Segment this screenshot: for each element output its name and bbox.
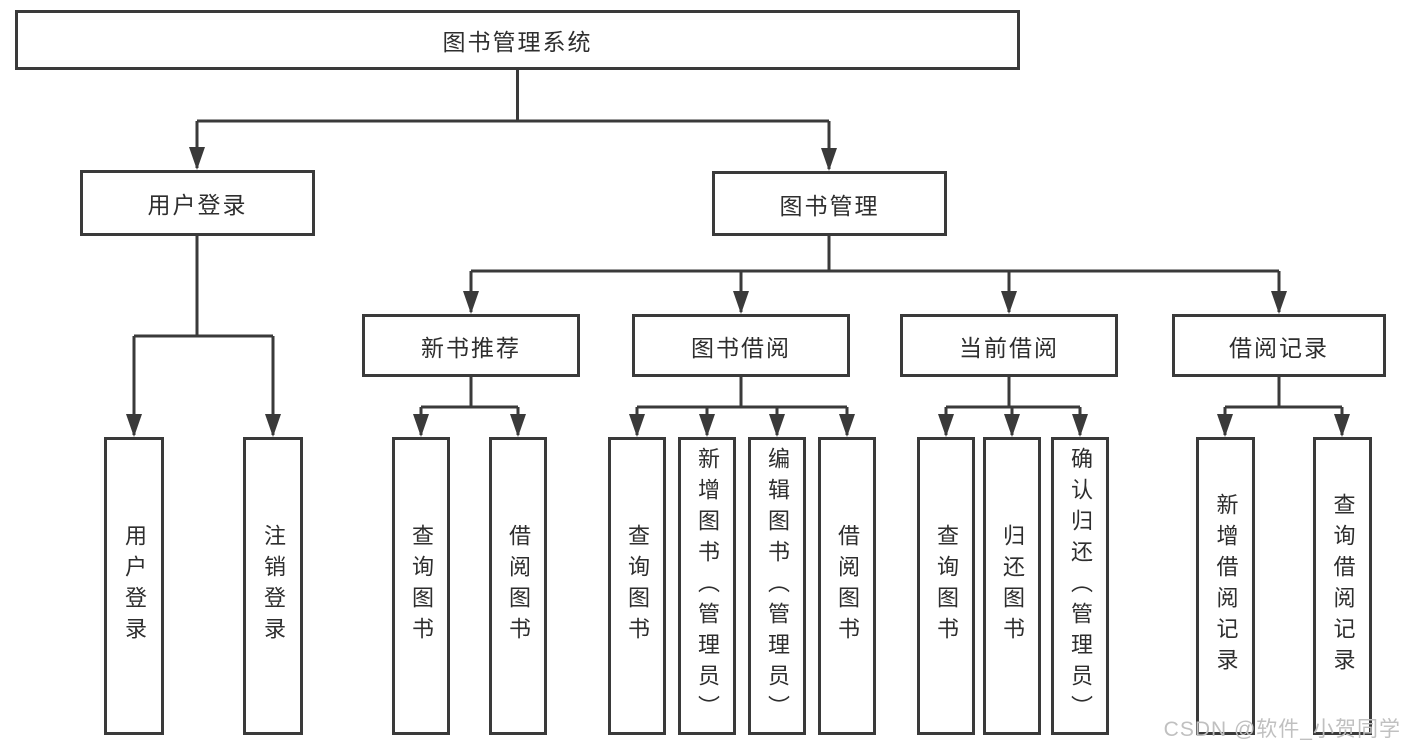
leaf-current-query-books: 查询图书 <box>917 437 975 735</box>
node-current-borrowing: 当前借阅 <box>900 314 1118 377</box>
node-book-borrowing-label: 图书借阅 <box>691 334 791 361</box>
leaf-newrec-borrow-books-label: 借阅图书 <box>506 524 531 648</box>
node-user-login-label: 用户登录 <box>147 192 248 218</box>
leaf-add-borrow-record-label: 新增借阅记录 <box>1213 493 1239 679</box>
leaf-add-books-admin-label: 新增图书（管理员） <box>695 446 720 726</box>
leaf-newrec-borrow-books: 借阅图书 <box>489 437 547 735</box>
leaf-add-books-admin: 新增图书（管理员） <box>678 437 736 735</box>
node-root: 图书管理系统 <box>15 10 1020 70</box>
csdn-watermark: CSDN @软件_小贺同学 <box>1163 718 1401 741</box>
leaf-add-borrow-record: 新增借阅记录 <box>1196 437 1255 735</box>
leaf-confirm-return-admin: 确认归还（管理员） <box>1051 437 1109 735</box>
leaf-borrow-query-books-label: 查询图书 <box>625 524 650 648</box>
leaf-query-borrow-record: 查询借阅记录 <box>1313 437 1372 735</box>
leaf-return-books: 归还图书 <box>983 437 1041 735</box>
leaf-return-books-label: 归还图书 <box>1000 524 1025 648</box>
leaf-confirm-return-admin-label: 确认归还（管理员） <box>1068 446 1093 726</box>
leaf-user-login: 用户登录 <box>104 437 164 735</box>
leaf-newrec-query-books-label: 查询图书 <box>409 524 434 648</box>
node-user-login: 用户登录 <box>80 170 315 236</box>
node-current-borrowing-label: 当前借阅 <box>959 334 1059 361</box>
leaf-newrec-query-books: 查询图书 <box>392 437 450 735</box>
leaf-query-borrow-record-label: 查询借阅记录 <box>1330 493 1356 679</box>
leaf-edit-books-admin: 编辑图书（管理员） <box>748 437 806 735</box>
leaf-user-login-label: 用户登录 <box>122 524 147 648</box>
node-new-book-recommend: 新书推荐 <box>362 314 580 377</box>
leaf-current-query-books-label: 查询图书 <box>934 524 959 648</box>
node-root-label: 图书管理系统 <box>442 29 593 55</box>
leaf-edit-books-admin-label: 编辑图书（管理员） <box>765 446 790 726</box>
node-borrowing-records-label: 借阅记录 <box>1229 334 1329 361</box>
node-book-management: 图书管理 <box>712 171 947 236</box>
leaf-borrow-books: 借阅图书 <box>818 437 876 735</box>
leaf-borrow-query-books: 查询图书 <box>608 437 666 735</box>
node-new-book-recommend-label: 新书推荐 <box>421 334 521 361</box>
leaf-logout-label: 注销登录 <box>261 524 286 648</box>
node-book-management-label: 图书管理 <box>779 192 880 219</box>
leaf-logout: 注销登录 <box>243 437 303 735</box>
node-book-borrowing: 图书借阅 <box>632 314 850 377</box>
node-borrowing-records: 借阅记录 <box>1172 314 1386 377</box>
leaf-borrow-books-label: 借阅图书 <box>835 524 860 648</box>
